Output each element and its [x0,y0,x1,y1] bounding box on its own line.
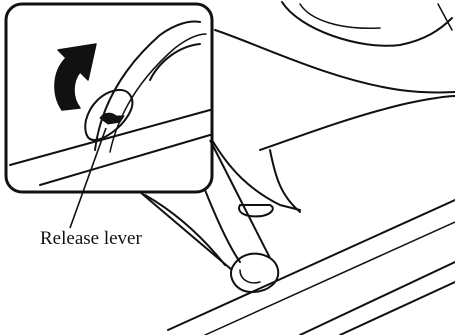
lever-knob-inner [240,270,260,283]
seat-back-crease [300,4,380,28]
seat-back-outline [282,2,452,46]
lever-knob-on-seat [231,254,278,292]
connector-line-right [210,140,270,258]
connector-line-left [140,192,232,270]
sill-line-1 [168,200,455,330]
seat-cushion-front-face [212,40,300,210]
sill-line-2 [300,262,455,335]
inset-box [6,4,212,192]
seat-cushion-side [260,96,455,150]
seat-back-edge [438,4,452,30]
release-lever-label: Release lever [40,229,142,248]
